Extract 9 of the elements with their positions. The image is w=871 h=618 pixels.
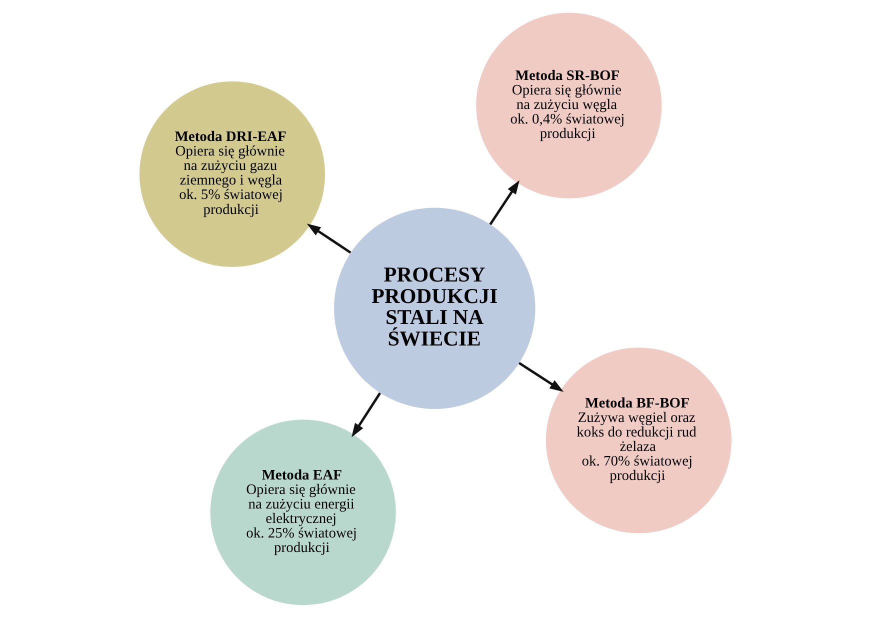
node-circle: Metoda EAF Opiera się głównie na zużyciu energii elektrycznej ok. 25% światowej produkcji bbox=[210, 420, 396, 606]
arrow bbox=[489, 180, 520, 226]
arrow bbox=[518, 362, 564, 392]
node-circle: Metoda BF-BOF Zużywa węgiel oraz koks do redukcji rud żelaza ok. 70% światowej produkcji bbox=[546, 348, 732, 534]
node-circle: Metoda DRI-EAF Opiera się głównie na zużyciu gazu ziemnego i węgla ok. 5% światowej produkcji bbox=[139, 81, 326, 267]
arrow bbox=[352, 392, 382, 438]
arrow bbox=[306, 224, 352, 254]
node-circle: PROCESY PRODUKCJI STALI NA ŚWIECIE bbox=[334, 208, 536, 409]
node-circle: Metoda SR-BOF Opiera się głównie na zużyciu węgla ok. 0,4% światowej produkcji bbox=[476, 12, 662, 198]
